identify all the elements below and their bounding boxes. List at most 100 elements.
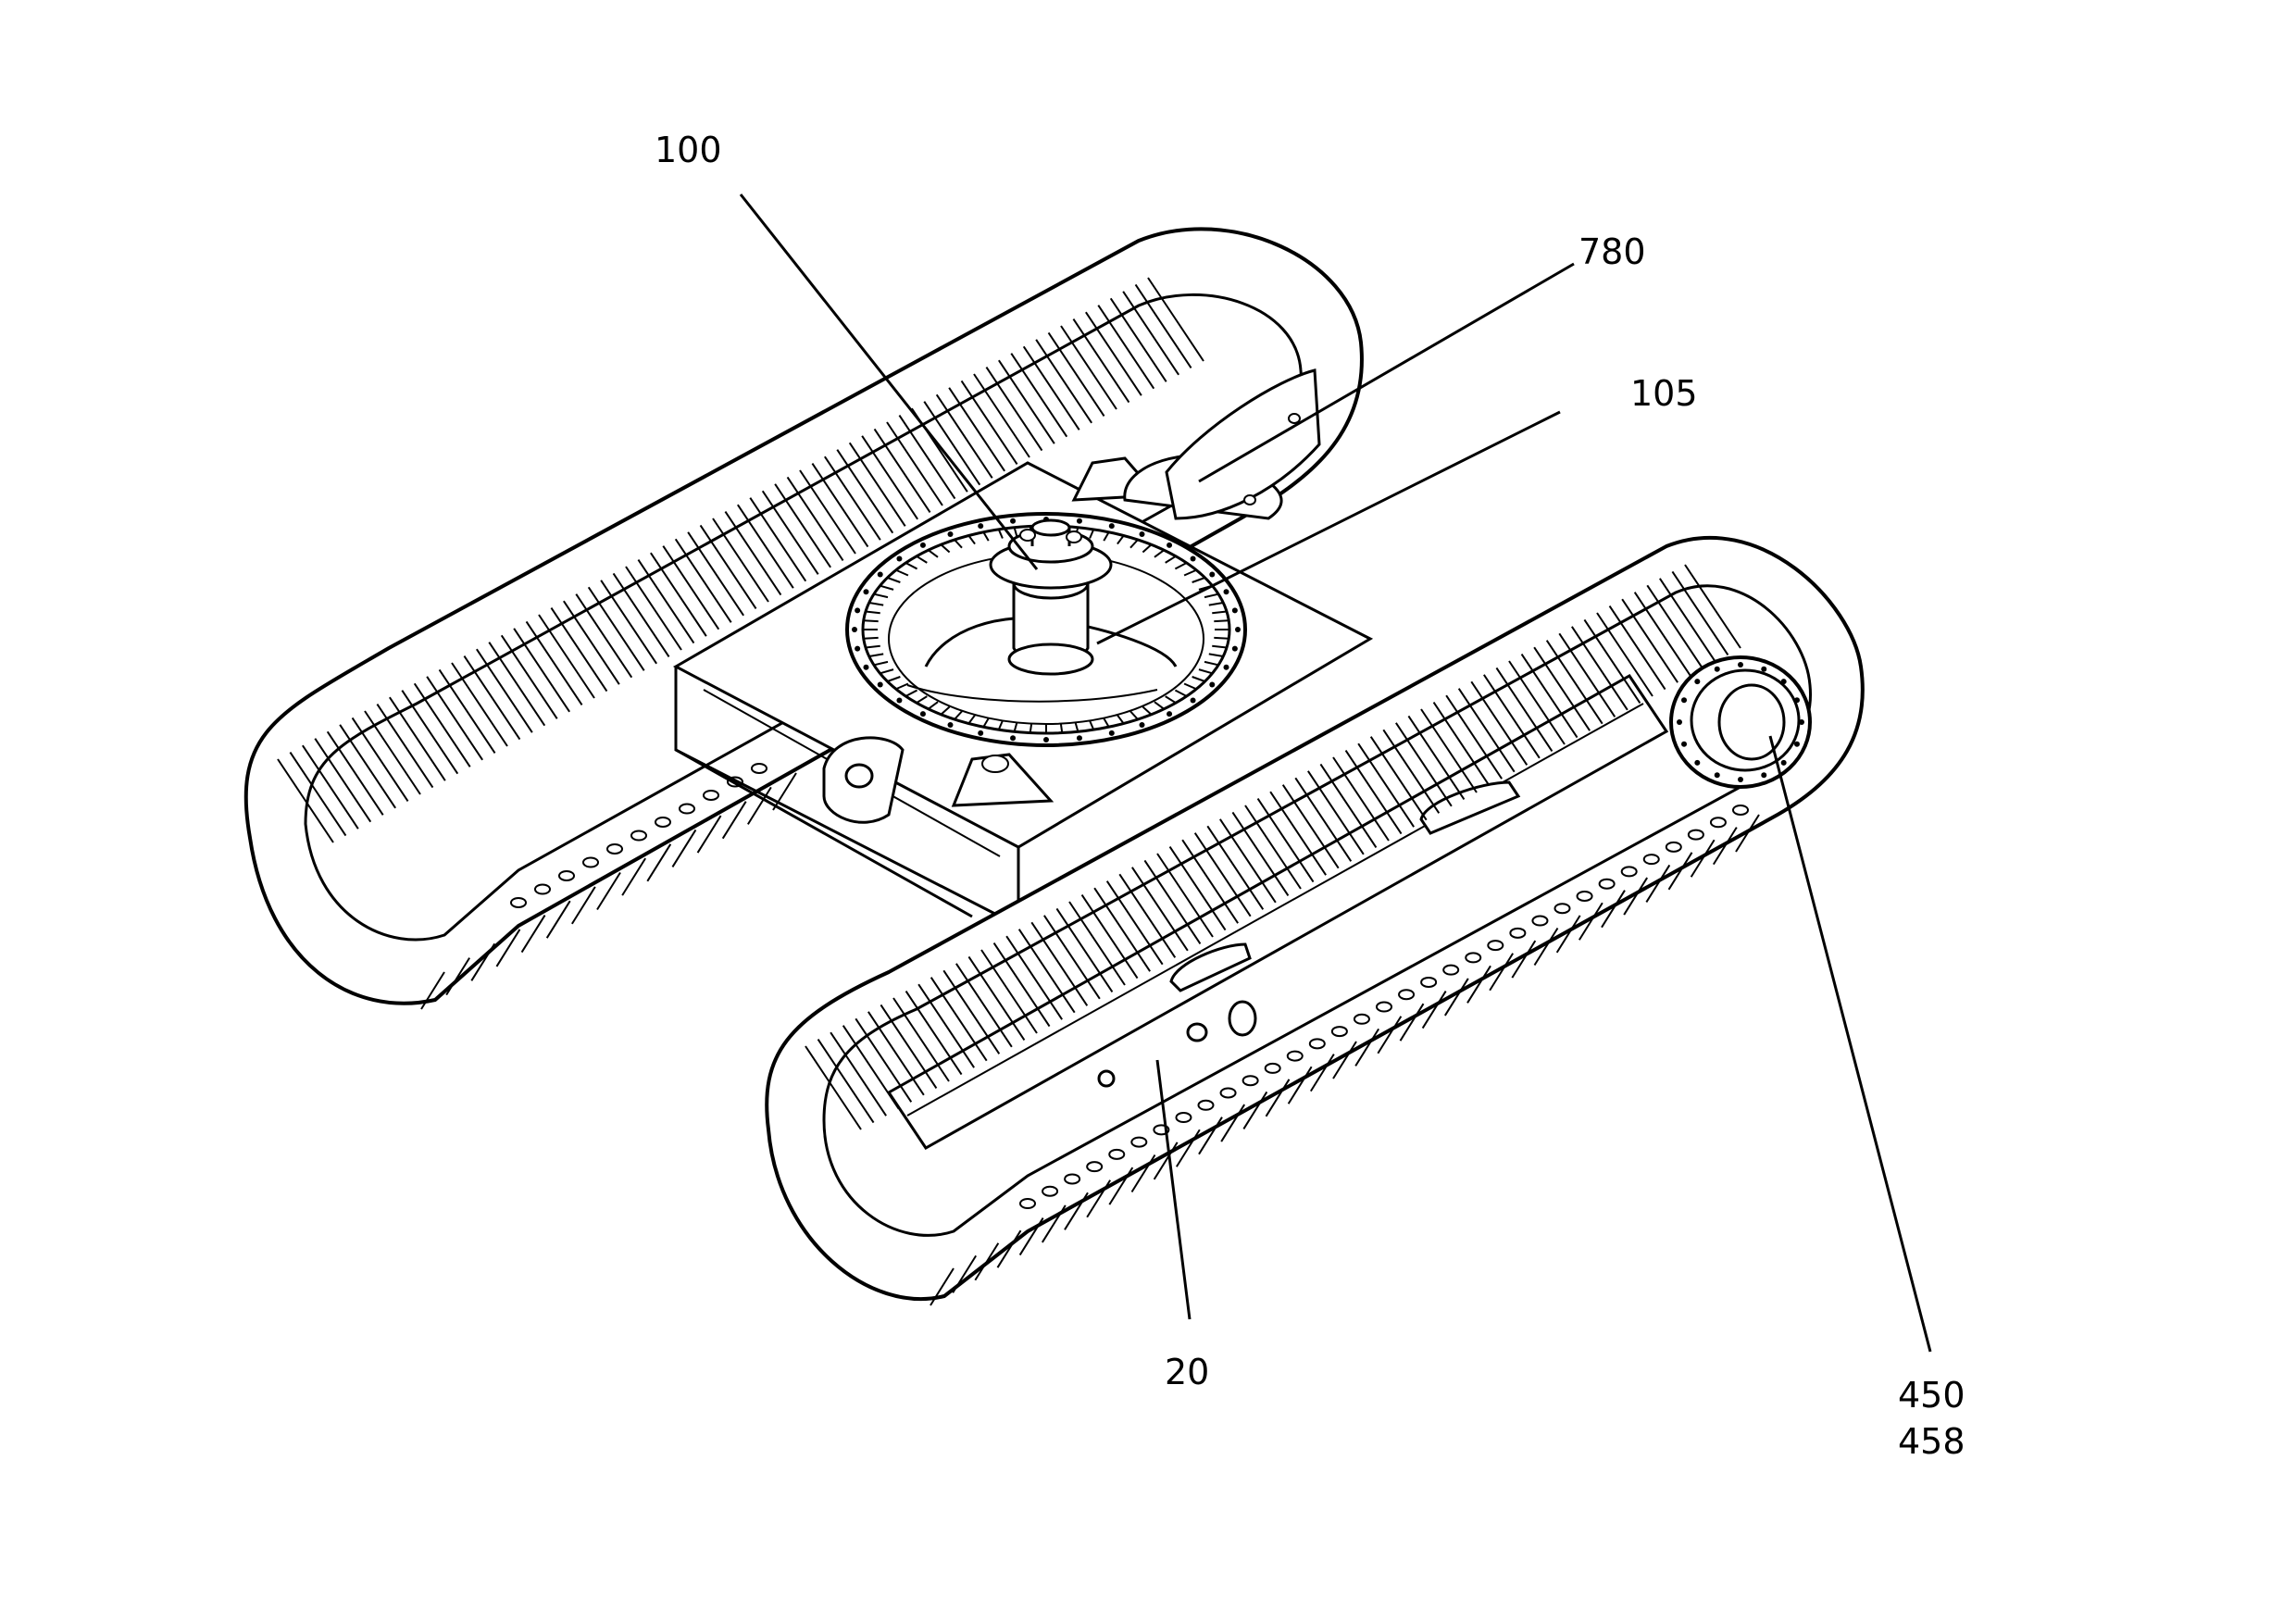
track-shoe xyxy=(1608,605,1666,691)
leader-780 xyxy=(1198,262,1575,483)
track-shoe xyxy=(1735,814,1760,853)
track-roller xyxy=(703,790,719,801)
ring-bolt xyxy=(1010,735,1017,742)
ring-tooth xyxy=(954,710,963,720)
track-shoe xyxy=(326,730,384,816)
ring-tooth xyxy=(1029,723,1033,733)
ring-bolt xyxy=(896,697,903,704)
track-shoe xyxy=(1242,1091,1268,1129)
ring-bolt xyxy=(1223,664,1229,670)
track-shoe xyxy=(513,628,570,713)
track-shoe xyxy=(451,662,508,747)
drive-bolt xyxy=(1799,719,1804,725)
drive-bolt xyxy=(1738,662,1743,668)
track-shoe xyxy=(1018,1217,1044,1256)
ring-tooth xyxy=(1174,562,1188,570)
track-shoe xyxy=(545,900,571,939)
track-shoe xyxy=(302,744,359,830)
ring-tooth xyxy=(1154,549,1165,558)
ring-tooth xyxy=(1129,710,1139,720)
track-shoe xyxy=(880,1004,938,1089)
track-shoe xyxy=(817,1039,875,1124)
track-shoe xyxy=(1399,1003,1425,1042)
ring-tooth xyxy=(1165,555,1177,564)
track-shoe xyxy=(621,857,646,896)
drive-bolt xyxy=(1694,759,1701,766)
ring-tooth xyxy=(865,644,880,649)
track-shoe xyxy=(1369,736,1428,821)
track-shoe xyxy=(1623,877,1649,916)
ring-tooth xyxy=(905,689,918,697)
frame-access-hole xyxy=(1228,1000,1257,1037)
track-shoe xyxy=(886,421,943,506)
ring-tooth xyxy=(1192,577,1205,583)
track-shoe xyxy=(786,476,844,561)
ring-tooth xyxy=(1208,602,1224,606)
track-shoe xyxy=(917,983,975,1068)
track-shoe xyxy=(1231,811,1290,896)
track-shoe xyxy=(992,942,1051,1028)
ring-bolt xyxy=(852,627,857,632)
track-shoe xyxy=(737,504,794,589)
track-shoe xyxy=(923,401,981,486)
ring-bolt xyxy=(877,571,883,578)
drive-bolt xyxy=(1677,719,1682,725)
track-shoe xyxy=(550,607,608,692)
track-shoe xyxy=(314,738,372,823)
track-shoe xyxy=(662,545,720,630)
track-roller xyxy=(1042,1185,1059,1197)
ring-tooth xyxy=(1204,660,1219,667)
track-shoe xyxy=(1445,694,1503,780)
track-roller xyxy=(1465,952,1482,964)
track-shoe xyxy=(1690,839,1716,878)
ring-bolt xyxy=(855,607,861,614)
track-shoe xyxy=(1645,864,1671,903)
track-shoe xyxy=(1357,742,1415,828)
ring-bolt xyxy=(1209,571,1216,578)
ring-tooth xyxy=(997,529,1004,539)
ring-tooth xyxy=(1059,723,1064,733)
track-shoe xyxy=(1533,646,1591,731)
track-shoe xyxy=(1156,853,1214,938)
track-shoe xyxy=(1055,907,1114,992)
ring-tooth xyxy=(865,610,880,615)
ring-bolt xyxy=(863,664,869,670)
track-shoe xyxy=(1489,953,1515,992)
ring-tooth xyxy=(982,531,990,542)
drive-bolt xyxy=(1780,679,1787,685)
track-roller xyxy=(582,856,599,868)
track-shoe xyxy=(799,469,856,555)
track-shoe xyxy=(1671,570,1729,655)
track-shoe xyxy=(1109,297,1167,382)
track-shoe xyxy=(674,538,732,623)
track-shoe xyxy=(637,559,695,644)
label-780: 780 xyxy=(1578,231,1646,272)
drive-bolt xyxy=(1681,741,1688,747)
ring-tooth xyxy=(880,584,894,591)
ring-tooth xyxy=(916,555,928,564)
ring-tooth xyxy=(928,701,939,710)
ring-bolt xyxy=(1167,711,1173,717)
ring-tooth xyxy=(982,717,990,728)
track-roller xyxy=(1064,1173,1081,1185)
ring-tooth xyxy=(1214,619,1229,623)
ring-tooth xyxy=(1212,610,1228,615)
track-shoe xyxy=(1443,978,1469,1017)
ring-bolt xyxy=(919,542,926,548)
track-shoe xyxy=(1105,880,1164,966)
track-shoe xyxy=(1134,283,1192,368)
track-shoe xyxy=(1354,1028,1380,1067)
track-shoe xyxy=(699,524,757,609)
track-shoe xyxy=(980,949,1038,1034)
ring-tooth xyxy=(895,568,909,577)
track-shoe xyxy=(671,829,697,867)
ring-tooth xyxy=(1013,527,1018,537)
track-shoe xyxy=(364,710,421,795)
drive-bolt xyxy=(1714,666,1720,672)
ring-tooth xyxy=(1089,529,1095,539)
track-shoe xyxy=(687,531,744,617)
track-roller xyxy=(751,763,767,774)
track-roller xyxy=(1175,1112,1192,1124)
track-shoe xyxy=(1319,763,1378,848)
